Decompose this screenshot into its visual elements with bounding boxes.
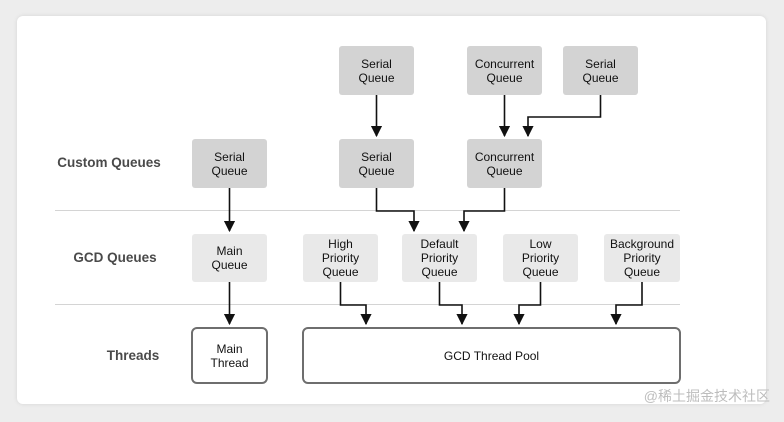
- arrow-default-priority-to-pool: [438, 282, 468, 326]
- watermark: @稀土掘金技术社区: [643, 388, 770, 404]
- custom-serial-queue-mid: Serial Queue: [339, 139, 414, 188]
- top-serial-queue-2: Serial Queue: [563, 46, 638, 95]
- custom-concurrent-queue: Concurrent Queue: [467, 139, 542, 188]
- arrow-background-priority-to-pool: [610, 282, 643, 326]
- row-label-threads: Threads: [106, 348, 160, 363]
- background-priority-queue: Background Priority Queue: [604, 234, 680, 282]
- low-priority-queue: Low Priority Queue: [503, 234, 578, 282]
- arrow-custom-concurrent-to-default: [458, 188, 506, 233]
- row-label-gcd-queues: GCD Queues: [73, 250, 157, 265]
- separator-custom-gcd: [55, 210, 680, 211]
- gcd-thread-pool: GCD Thread Pool: [302, 327, 681, 384]
- main-thread: Main Thread: [191, 327, 268, 384]
- row-label-custom-queues: Custom Queues: [57, 155, 161, 170]
- arrow-top-serial2-to-custom-concurrent: [522, 95, 602, 138]
- separator-gcd-threads: [55, 304, 680, 305]
- arrow-low-priority-to-pool: [513, 282, 542, 326]
- high-priority-queue: High Priority Queue: [303, 234, 378, 282]
- default-priority-queue: Default Priority Queue: [402, 234, 477, 282]
- main-queue: Main Queue: [192, 234, 267, 282]
- custom-serial-queue-left: Serial Queue: [192, 139, 267, 188]
- top-serial-queue-1: Serial Queue: [339, 46, 414, 95]
- top-concurrent-queue: Concurrent Queue: [467, 46, 542, 95]
- arrow-custom-serial-mid-to-default: [375, 188, 420, 233]
- arrow-high-priority-to-pool: [339, 282, 372, 326]
